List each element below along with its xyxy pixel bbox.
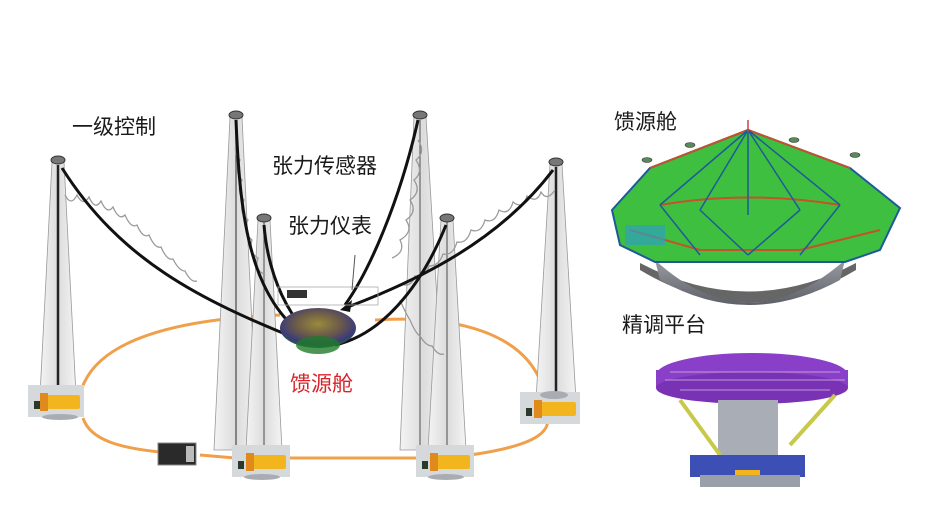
winch-4 [520,391,580,424]
label-tension-meter: 张力仪表 [288,214,372,238]
winch-2 [232,445,290,480]
control-box [157,442,197,466]
central-feed-cabin [280,308,356,354]
label-primary-control: 一级控制 [72,115,156,139]
towers [39,110,577,451]
arrowheads [340,300,352,312]
label-fine-tuning-platform: 精调平台 [622,313,706,337]
tension-meter-box [277,254,379,306]
tower-2 [213,110,259,451]
winch-1 [28,385,84,420]
tower-1 [39,155,77,396]
winches [28,385,580,480]
label-feed-cabin-right: 馈源舱 [614,110,677,134]
label-tension-sensor: 张力传感器 [272,154,377,178]
winch-3 [416,445,474,480]
feed-cabin-model [610,120,902,305]
fine-tuning-platform-model [656,353,848,487]
label-feed-cabin-center: 馈源舱 [290,372,353,396]
